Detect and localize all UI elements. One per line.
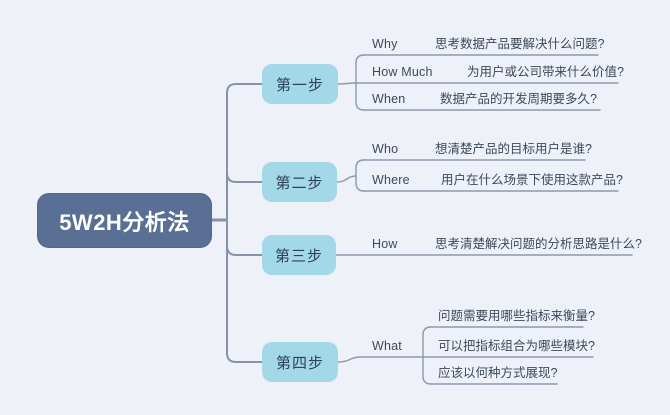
subtopic-question-who[interactable]: 想清楚产品的目标用户是谁? [435,142,592,156]
subtopic-label-where[interactable]: Where [372,173,410,187]
step-node-3[interactable]: 第三步 [262,235,336,275]
what-question-1[interactable]: 问题需要用哪些指标来衡量? [438,309,595,323]
subtopic-label-who[interactable]: Who [372,142,399,156]
root-topic[interactable]: 5W2H分析法 [37,193,212,248]
what-question-2[interactable]: 可以把指标组合为哪些模块? [438,339,595,353]
branch3-elbow [226,245,263,256]
subtopic-question-how[interactable]: 思考清楚解决问题的分析思路是什么? [435,237,642,251]
subtopic-question-where[interactable]: 用户在什么场景下使用这款产品? [441,173,623,187]
branch2-bracket [355,159,365,192]
branch2-link [336,175,357,183]
step-node-4[interactable]: 第四步 [262,342,338,382]
subtopic-question-when[interactable]: 数据产品的开发周期要多久? [440,92,597,106]
trunk-line [226,83,263,363]
subtopic-label-how-much[interactable]: How Much [372,65,433,79]
subtopic-question-why[interactable]: 思考数据产品要解决什么问题? [435,37,605,51]
step-node-1[interactable]: 第一步 [262,64,338,104]
branch4-bracket [422,326,432,385]
branch1-link [337,82,357,85]
subtopic-label-why[interactable]: Why [372,37,398,51]
what-underline [337,356,424,363]
what-question-3[interactable]: 应该以何种方式展现? [438,366,558,380]
branch2-elbow [226,172,263,183]
subtopic-question-how-much[interactable]: 为用户或公司带来什么价值? [467,65,624,79]
subtopic-label-how[interactable]: How [372,237,398,251]
subtopic-label-what[interactable]: What [372,339,402,353]
subtopic-label-when[interactable]: When [372,92,406,106]
step-node-2[interactable]: 第二步 [262,162,337,202]
